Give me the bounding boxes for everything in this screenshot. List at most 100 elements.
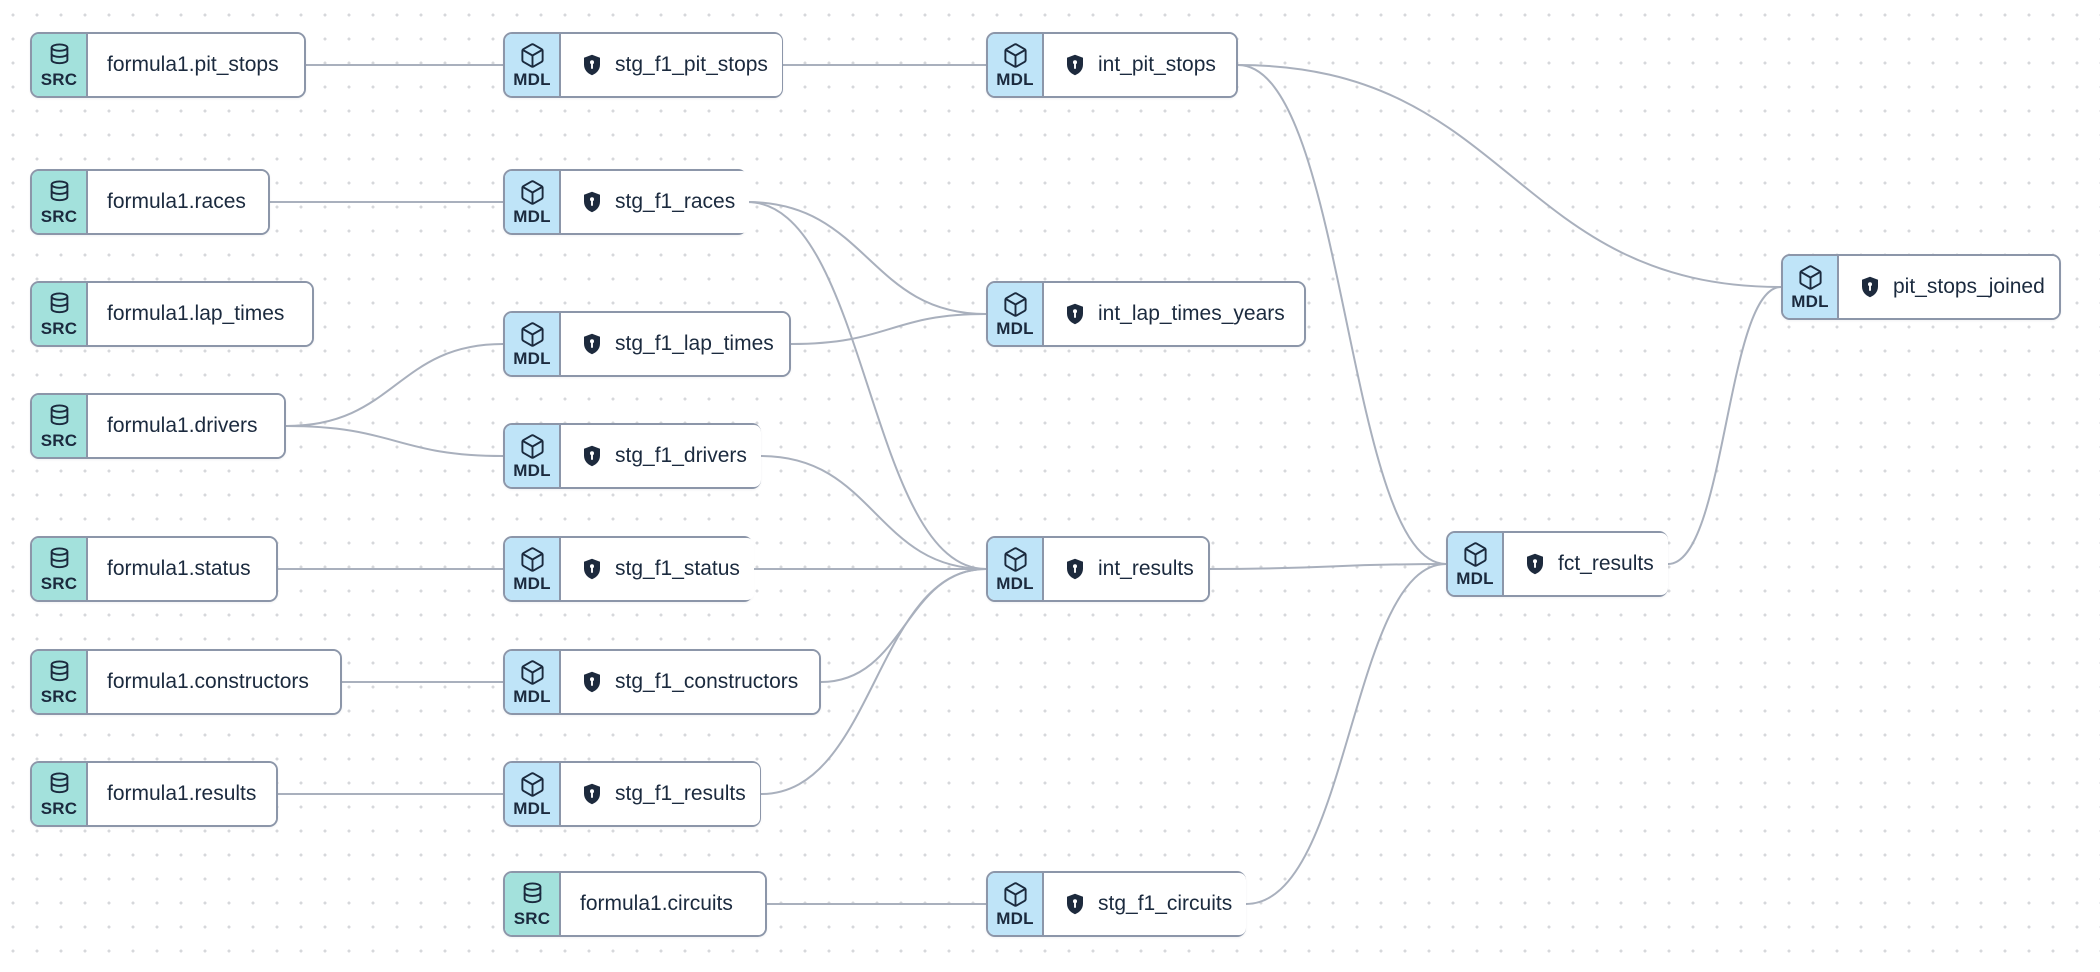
- model-type-badge: MDL: [505, 425, 561, 487]
- node-formula1-circuits[interactable]: SRC formula1.circuits: [503, 871, 767, 937]
- database-icon: [46, 546, 73, 573]
- badge-text: SRC: [40, 207, 78, 226]
- model-type-badge: MDL: [505, 763, 561, 825]
- database-icon: [519, 881, 546, 908]
- node-body: int_results: [1044, 538, 1208, 600]
- node-label: stg_f1_pit_stops: [615, 53, 768, 76]
- source-type-badge: SRC: [32, 171, 88, 233]
- badge-text: MDL: [513, 687, 551, 706]
- node-stg-f1-constructors[interactable]: MDL stg_f1_constructors: [503, 649, 821, 715]
- node-body: formula1.drivers: [88, 395, 284, 457]
- shield-lock-icon: [1063, 892, 1087, 916]
- node-label: formula1.results: [107, 782, 257, 805]
- model-type-badge: MDL: [988, 34, 1044, 96]
- node-label: stg_f1_drivers: [615, 444, 747, 467]
- badge-text: MDL: [996, 909, 1034, 928]
- node-int-pit-stops[interactable]: MDL int_pit_stops: [986, 32, 1238, 98]
- edge-formula1.drivers-stg_f1_lap_times: [285, 343, 504, 427]
- database-icon: [46, 659, 73, 686]
- edge-fct_results-pit_stops_joined: [1667, 286, 1782, 565]
- node-body: formula1.status: [88, 538, 276, 600]
- node-stg-f1-results[interactable]: MDL stg_f1_results: [503, 761, 761, 827]
- badge-text: MDL: [1456, 569, 1494, 588]
- badge-text: MDL: [513, 70, 551, 89]
- badge-text: MDL: [1791, 292, 1829, 311]
- model-type-badge: MDL: [505, 171, 561, 233]
- shield-lock-icon: [580, 332, 604, 356]
- cube-icon: [1002, 546, 1029, 573]
- node-formula1-results[interactable]: SRC formula1.results: [30, 761, 278, 827]
- badge-text: MDL: [996, 70, 1034, 89]
- edge-int_results-fct_results: [1209, 563, 1447, 570]
- node-label: stg_f1_constructors: [615, 670, 799, 693]
- database-icon: [46, 771, 73, 798]
- shield-lock-icon: [580, 444, 604, 468]
- model-type-badge: MDL: [505, 538, 561, 600]
- badge-text: MDL: [996, 574, 1034, 593]
- node-stg-f1-circuits[interactable]: MDL stg_f1_circuits: [986, 871, 1247, 937]
- node-body: formula1.constructors: [88, 651, 340, 713]
- node-label: stg_f1_races: [615, 190, 736, 213]
- node-body: stg_f1_lap_times: [561, 313, 789, 375]
- source-type-badge: SRC: [32, 34, 88, 96]
- model-type-badge: MDL: [988, 873, 1044, 935]
- node-stg-f1-races[interactable]: MDL stg_f1_races: [503, 169, 750, 235]
- node-stg-f1-drivers[interactable]: MDL stg_f1_drivers: [503, 423, 761, 489]
- cube-icon: [519, 321, 546, 348]
- node-formula1-status[interactable]: SRC formula1.status: [30, 536, 278, 602]
- badge-text: SRC: [40, 70, 78, 89]
- cube-icon: [1797, 264, 1824, 291]
- cube-icon: [1462, 541, 1489, 568]
- node-body: formula1.pit_stops: [88, 34, 304, 96]
- edge-stg_f1_drivers-int_results: [760, 455, 987, 570]
- node-body: formula1.results: [88, 763, 276, 825]
- node-int-results[interactable]: MDL int_results: [986, 536, 1210, 602]
- node-label: formula1.circuits: [580, 892, 733, 915]
- node-body: formula1.lap_times: [88, 283, 312, 345]
- source-type-badge: SRC: [32, 283, 88, 345]
- shield-lock-icon: [1063, 302, 1087, 326]
- node-label: int_pit_stops: [1098, 53, 1216, 76]
- node-body: formula1.races: [88, 171, 268, 233]
- model-type-badge: MDL: [988, 283, 1044, 345]
- node-stg-f1-status[interactable]: MDL stg_f1_status: [503, 536, 754, 602]
- node-fct-results[interactable]: MDL fct_results: [1446, 531, 1668, 597]
- badge-text: SRC: [513, 909, 551, 928]
- node-formula1-constructors[interactable]: SRC formula1.constructors: [30, 649, 342, 715]
- cube-icon: [1002, 291, 1029, 318]
- node-body: stg_f1_circuits: [1044, 873, 1247, 935]
- database-icon: [46, 42, 73, 69]
- node-body: formula1.circuits: [561, 873, 765, 935]
- model-type-badge: MDL: [988, 538, 1044, 600]
- node-formula1-drivers[interactable]: SRC formula1.drivers: [30, 393, 286, 459]
- node-label: stg_f1_lap_times: [615, 332, 774, 355]
- node-int-lap-times-years[interactable]: MDL int_lap_times_years: [986, 281, 1306, 347]
- cube-icon: [519, 546, 546, 573]
- shield-lock-icon: [1523, 552, 1547, 576]
- node-label: formula1.pit_stops: [107, 53, 279, 76]
- node-body: stg_f1_races: [561, 171, 750, 233]
- node-label: formula1.status: [107, 557, 251, 580]
- model-type-badge: MDL: [1448, 533, 1504, 595]
- node-body: fct_results: [1504, 533, 1668, 595]
- model-type-badge: MDL: [505, 651, 561, 713]
- node-body: stg_f1_drivers: [561, 425, 761, 487]
- node-stg-f1-lap-times[interactable]: MDL stg_f1_lap_times: [503, 311, 791, 377]
- badge-text: MDL: [513, 207, 551, 226]
- edge-int_pit_stops-pit_stops_joined: [1237, 64, 1782, 288]
- cube-icon: [519, 771, 546, 798]
- node-formula1-races[interactable]: SRC formula1.races: [30, 169, 270, 235]
- shield-lock-icon: [1063, 557, 1087, 581]
- badge-text: MDL: [513, 574, 551, 593]
- edge-stg_f1_circuits-fct_results: [1245, 563, 1447, 905]
- node-formula1-lap-times[interactable]: SRC formula1.lap_times: [30, 281, 314, 347]
- node-body: stg_f1_pit_stops: [561, 34, 782, 96]
- cube-icon: [519, 179, 546, 206]
- node-stg-f1-pit-stops[interactable]: MDL stg_f1_pit_stops: [503, 32, 783, 98]
- badge-text: SRC: [40, 319, 78, 338]
- node-formula1-pit-stops[interactable]: SRC formula1.pit_stops: [30, 32, 306, 98]
- database-icon: [46, 291, 73, 318]
- shield-lock-icon: [580, 53, 604, 77]
- node-pit-stops-joined[interactable]: MDL pit_stops_joined: [1781, 254, 2061, 320]
